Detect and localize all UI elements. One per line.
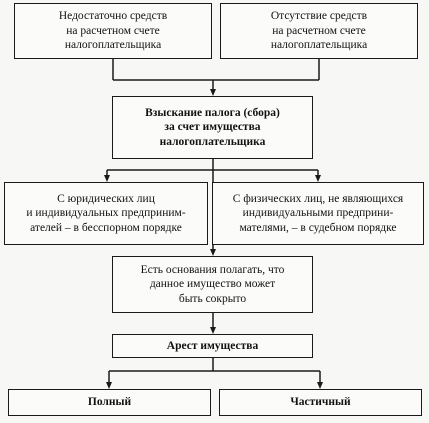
insufficient-funds-box: Недостаточно средств на расчетном счете … <box>14 3 212 59</box>
individuals-box: С физических лиц, не являющихся индивиду… <box>212 182 424 245</box>
property-arrest-box: Арест имущества <box>112 334 313 358</box>
concealment-grounds-box: Есть основания полагать, что данное имущ… <box>112 256 313 313</box>
full-arrest-box: Полный <box>8 389 211 416</box>
tax-collection-box: Взыскание палога (сбора) за счет имущест… <box>112 96 313 159</box>
legal-entities-box: С юридических лиц и индивидуальных предп… <box>4 182 208 245</box>
no-funds-box: Отсутствие средств на расчетном счете на… <box>220 3 418 59</box>
partial-arrest-box: Частичный <box>219 389 422 416</box>
